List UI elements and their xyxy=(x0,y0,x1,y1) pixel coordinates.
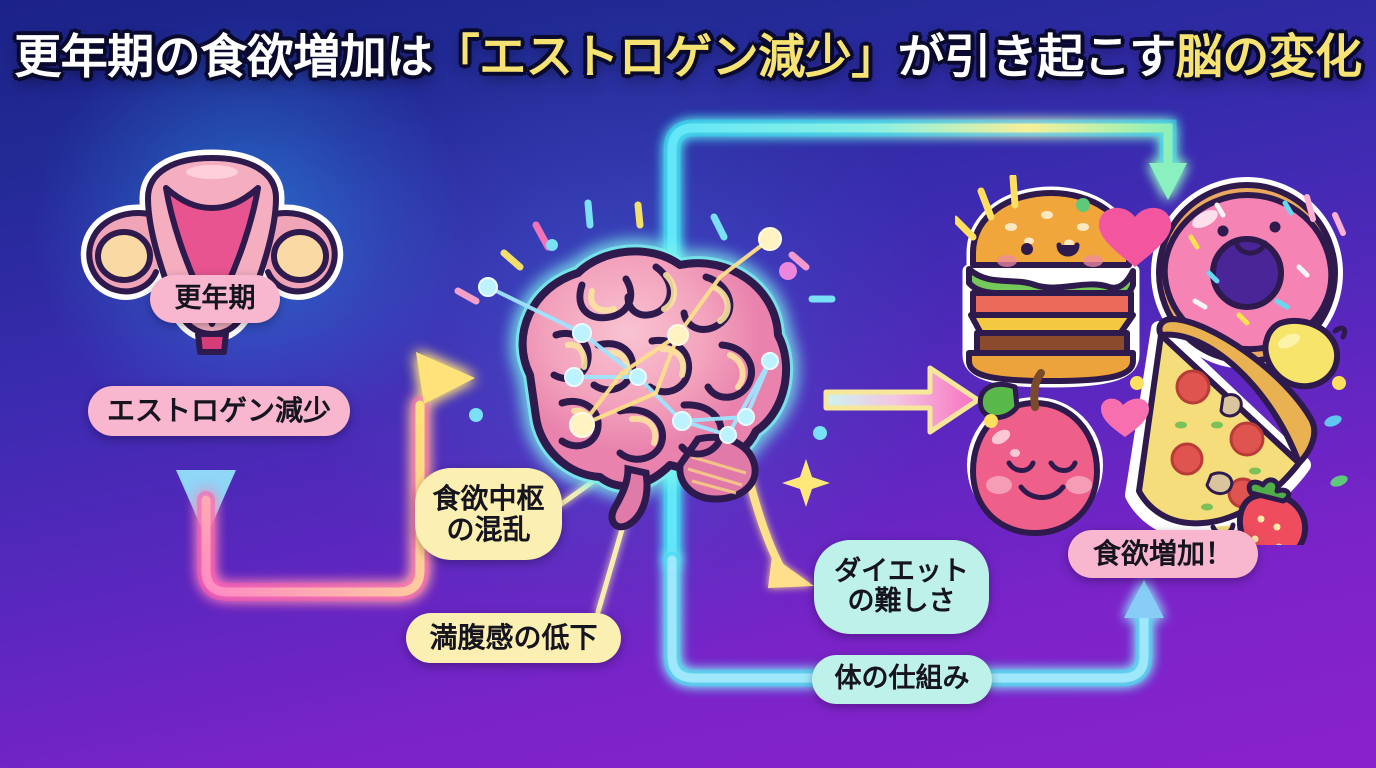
label-diet-difficulty-line1: ダイエット xyxy=(834,555,969,587)
title-highlight-2: 脳の変化 xyxy=(1175,29,1363,85)
apple-icon xyxy=(967,369,1103,536)
arrow-brain-to-food-top xyxy=(663,119,1187,569)
brain-spark-decor xyxy=(454,199,836,507)
label-estrogen-decline[interactable]: エストロゲン減少 xyxy=(88,386,350,436)
heart-icon xyxy=(1098,207,1172,437)
label-appetite-center[interactable]: 食欲中枢 の混乱 xyxy=(415,468,562,560)
label-diet-difficulty[interactable]: ダイエット の難しさ xyxy=(814,540,989,634)
label-satiety-decline-text: 満腹感の低下 xyxy=(429,621,598,655)
title-part-2: が引き起こす xyxy=(897,29,1177,85)
burger-icon xyxy=(962,186,1140,388)
donut-icon xyxy=(1151,177,1343,369)
label-menopause-text: 更年期 xyxy=(174,282,256,314)
label-diet-difficulty-line2: の難しさ xyxy=(847,586,956,617)
pizza-icon xyxy=(1125,316,1318,540)
label-estrogen-decline-text: エストロゲン減少 xyxy=(106,394,331,428)
brain-illustration xyxy=(478,227,797,531)
sparkle-decor xyxy=(955,175,1348,487)
page-title: 更年期の食欲増加は「エストロゲン減少」が引き起こす脳の変化 xyxy=(14,18,1362,87)
label-appetite-center-line2: の混乱 xyxy=(446,513,531,546)
title-highlight-1: 「エストロゲン減少」 xyxy=(432,29,899,85)
title-bar: 更年期の食欲増加は「エストロゲン減少」が引き起こす脳の変化 xyxy=(0,0,1376,104)
label-satiety-decline[interactable]: 満腹感の低下 xyxy=(406,613,621,663)
label-menopause[interactable]: 更年期 xyxy=(150,275,280,323)
arrow-estrogen-to-brain xyxy=(197,352,475,601)
uterus-illustration xyxy=(80,149,344,355)
brain-neural-network xyxy=(478,227,797,444)
label-body-mechanism-text: 体の仕組み xyxy=(834,663,970,695)
food-cluster-illustration xyxy=(955,175,1348,545)
label-appetite-increase-text: 食欲増加！ xyxy=(1092,537,1233,571)
arrow-brain-to-food-main xyxy=(823,365,981,435)
title-part-1: 更年期の食欲増加は xyxy=(14,29,433,85)
label-body-mechanism[interactable]: 体の仕組み xyxy=(812,655,992,704)
lemon-icon xyxy=(1262,317,1348,390)
label-appetite-increase[interactable]: 食欲増加！ xyxy=(1068,530,1258,578)
label-appetite-center-line1: 食欲中枢 xyxy=(432,481,545,515)
strawberry-icon xyxy=(1236,477,1309,545)
